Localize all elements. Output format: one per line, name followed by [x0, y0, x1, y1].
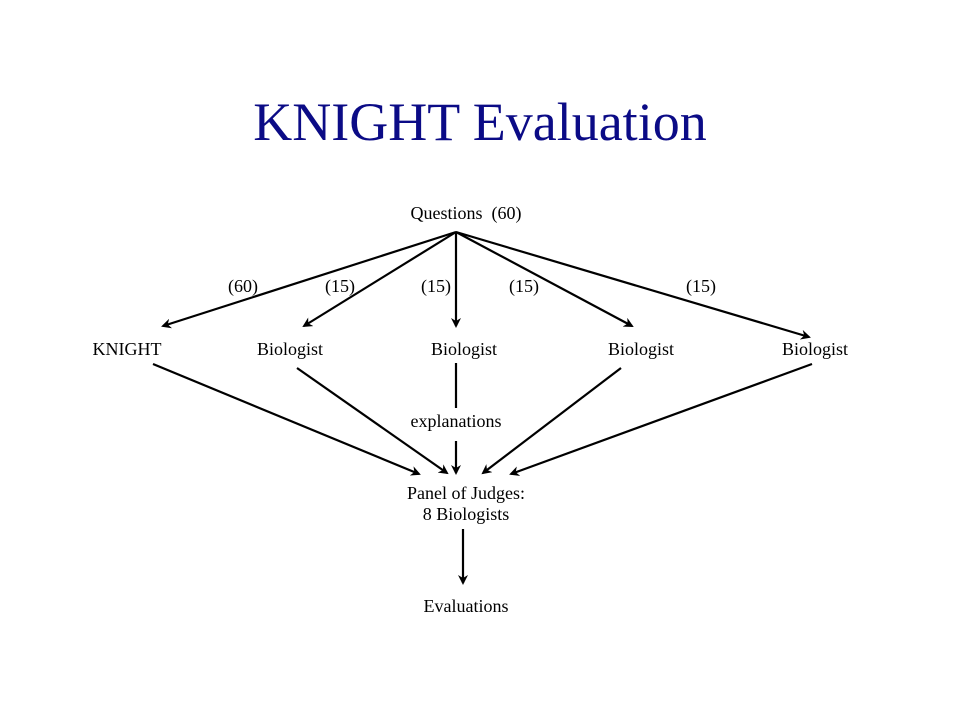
node-panel-line-2: 8 Biologists: [423, 504, 510, 524]
edge-questions-to-biologist-1: [302, 231, 457, 328]
node-questions: Questions (60): [411, 203, 522, 224]
edge-label-biologist-2: (15): [421, 276, 451, 297]
edge-label-biologist-3: (15): [509, 276, 539, 297]
edge-questions-to-biologist-4: [455, 230, 811, 340]
edge-knight-to-panel: [152, 362, 421, 476]
edge-label-biologist-4: (15): [686, 276, 716, 297]
edge-biologist-3-to-panel: [481, 367, 622, 475]
node-biologist-4: Biologist: [782, 339, 848, 359]
edge-biologist-1-to-panel: [296, 367, 449, 475]
node-biologist-2: Biologist: [431, 339, 497, 359]
edge-questions-to-knight: [161, 230, 457, 329]
edge-questions-to-biologist-3: [455, 231, 634, 327]
slide-title: KNIGHT Evaluation: [253, 92, 707, 152]
node-panel-line-1: Panel of Judges:: [407, 483, 525, 503]
node-explanations: explanations: [411, 411, 502, 431]
node-biologist-3: Biologist: [608, 339, 674, 359]
edge-label-biologist-1: (15): [325, 276, 355, 297]
node-knight: KNIGHT: [93, 339, 162, 359]
edge-label-knight: (60): [228, 276, 258, 297]
node-biologist-1: Biologist: [257, 339, 323, 359]
edge-biologist-4-to-panel: [509, 362, 813, 476]
node-evaluations: Evaluations: [424, 596, 509, 616]
